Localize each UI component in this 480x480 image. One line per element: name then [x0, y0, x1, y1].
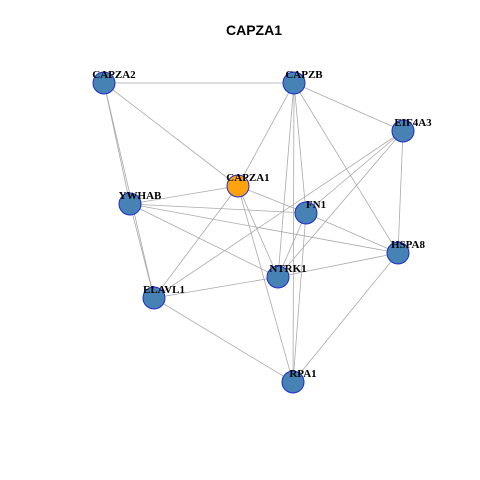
edge-fn1-hspa8 — [305, 212, 399, 254]
edge-eif4a3-fn1 — [305, 130, 404, 214]
edge-capza1-elavl1 — [153, 185, 239, 299]
node-capza2: CAPZA2 — [92, 69, 136, 95]
node-label-hspa8: HSPA8 — [391, 239, 426, 251]
edge-elavl1-rpa1 — [153, 297, 294, 383]
node-capzb: CAPZB — [282, 69, 323, 95]
node-label-ywhab: YWHAB — [119, 190, 162, 202]
node-hspa8: HSPA8 — [386, 239, 426, 265]
edge-capza1-ntrk1 — [237, 185, 279, 278]
edge-ywhab-hspa8 — [129, 203, 399, 254]
node-label-capza1: CAPZA1 — [226, 172, 269, 184]
node-capza1: CAPZA1 — [226, 172, 270, 198]
edge-layer — [103, 82, 404, 383]
edge-ywhab-fn1 — [129, 203, 307, 214]
node-elavl1: ELAVL1 — [142, 284, 185, 310]
edge-ywhab-ntrk1 — [129, 203, 279, 278]
edge-capzb-fn1 — [293, 82, 307, 214]
node-circle-capza2 — [92, 71, 116, 95]
node-label-capza2: CAPZA2 — [92, 69, 136, 81]
node-circle-capzb — [282, 71, 306, 95]
edge-capza1-rpa1 — [237, 185, 294, 383]
edge-hspa8-ntrk1 — [277, 252, 399, 278]
node-label-capzb: CAPZB — [285, 69, 323, 81]
edge-capza1-fn1 — [237, 185, 307, 214]
edge-eif4a3-hspa8 — [397, 130, 404, 254]
edge-capzb-rpa1 — [292, 82, 295, 383]
edge-capzb-eif4a3 — [293, 82, 404, 132]
node-circle-hspa8 — [386, 241, 410, 265]
edge-fn1-ntrk1 — [277, 212, 307, 278]
edge-capzb-ntrk1 — [277, 82, 295, 278]
node-eif4a3: EIF4A3 — [391, 117, 432, 143]
edge-hspa8-rpa1 — [292, 252, 399, 383]
edge-capza1-ywhab — [129, 185, 239, 205]
edge-capza2-elavl1 — [103, 82, 155, 299]
node-rpa1: RPA1 — [281, 368, 317, 394]
edge-capza2-capza1 — [103, 82, 239, 187]
edge-ywhab-elavl1 — [129, 203, 155, 299]
edge-eif4a3-ntrk1 — [277, 130, 404, 278]
edge-capzb-hspa8 — [293, 82, 399, 254]
node-ywhab: YWHAB — [118, 190, 162, 216]
edge-fn1-rpa1 — [292, 212, 307, 383]
edge-ntrk1-elavl1 — [153, 276, 279, 299]
node-circle-ntrk1 — [266, 265, 290, 289]
node-label-ntrk1: NTRK1 — [269, 263, 306, 275]
edge-capzb-capza1 — [237, 82, 295, 187]
node-circle-capza1 — [226, 174, 250, 198]
node-label-fn1: FN1 — [306, 199, 326, 211]
node-circle-ywhab — [118, 192, 142, 216]
node-circle-elavl1 — [142, 286, 166, 310]
node-circle-rpa1 — [281, 370, 305, 394]
node-fn1: FN1 — [294, 199, 326, 225]
edge-eif4a3-elavl1 — [153, 130, 404, 299]
node-label-elavl1: ELAVL1 — [143, 284, 185, 296]
node-circle-fn1 — [294, 201, 318, 225]
node-label-eif4a3: EIF4A3 — [394, 117, 432, 129]
node-ntrk1: NTRK1 — [266, 263, 307, 289]
node-circle-eif4a3 — [391, 119, 415, 143]
node-label-rpa1: RPA1 — [289, 368, 316, 380]
diagram-title: CAPZA1 — [226, 22, 282, 38]
